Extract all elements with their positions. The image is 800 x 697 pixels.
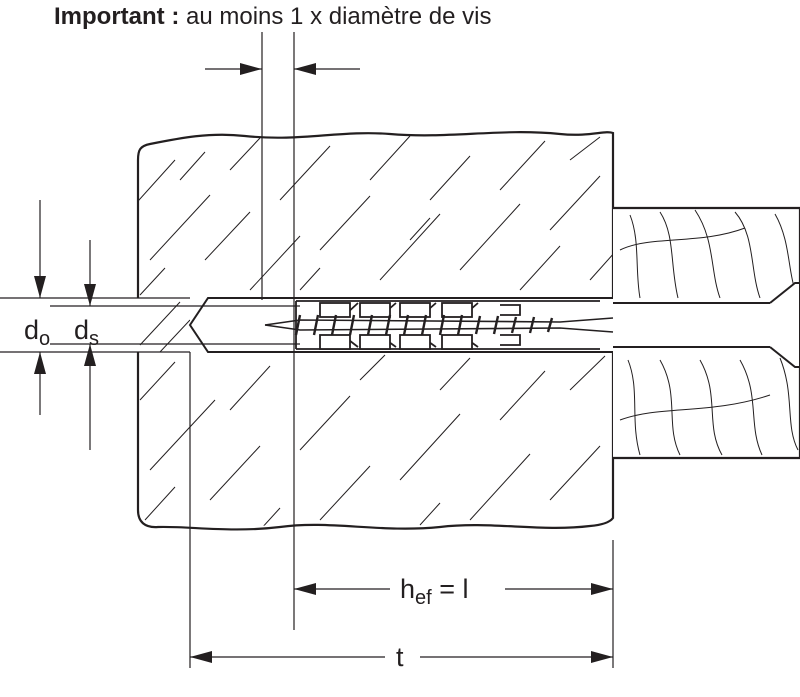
label-t: t [396, 642, 404, 672]
label-h-ef: hef = l [400, 574, 469, 609]
heading-note: au moins 1 x diamètre de vis [186, 3, 492, 30]
concrete-hatching-top [138, 135, 613, 296]
min-distance-dimension [205, 32, 360, 630]
concrete-hatching-left [139, 301, 190, 352]
arrow-right-icon [591, 583, 613, 595]
arrow-right-icon [240, 63, 262, 75]
screw [264, 314, 614, 336]
plastic-dowel [295, 300, 600, 350]
arrow-left-icon [294, 63, 316, 75]
arrow-up-icon [34, 352, 46, 374]
embedment-dimension [189, 352, 614, 668]
label-d-s: ds [74, 315, 100, 350]
concrete-base-bottom-outline [136, 352, 615, 531]
arrow-right-icon [591, 651, 613, 663]
arrow-left-icon [190, 651, 212, 663]
heading-important: Important : [54, 3, 180, 30]
concrete-base-top-outline [136, 131, 615, 298]
arrow-up-icon [84, 344, 96, 366]
label-d-o: do [24, 315, 51, 350]
arrow-left-icon [294, 583, 316, 595]
heading-text: Important : au moins 1 x diamètre de vis [54, 3, 491, 31]
diameter-dimension [0, 200, 300, 450]
arrow-down-icon [34, 276, 46, 298]
wooden-fixture [613, 206, 800, 460]
concrete-hatching-bottom [139, 354, 606, 528]
arrow-down-icon [84, 284, 96, 306]
